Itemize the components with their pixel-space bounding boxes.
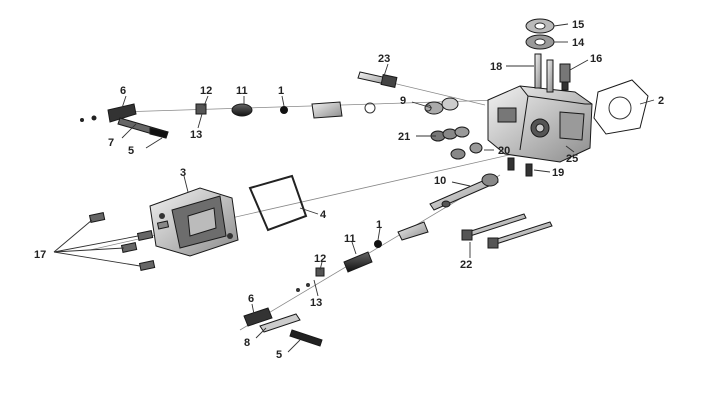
- temperature-sensor: [559, 63, 571, 91]
- cover-gasket: [248, 174, 308, 232]
- callout-1-upper: 1: [278, 85, 284, 97]
- callout-21: 21: [398, 131, 410, 143]
- callout-16: 16: [590, 53, 602, 65]
- callout-23: 23: [378, 53, 390, 65]
- cam-bearings: [430, 126, 483, 160]
- callout-5-upper: 5: [128, 145, 134, 157]
- head-cover: [149, 187, 239, 257]
- callout-13-lower: 13: [310, 297, 322, 309]
- callout-14: 14: [572, 37, 585, 49]
- callout-11-lower: 11: [344, 233, 356, 245]
- callout-3: 3: [180, 167, 186, 179]
- cylinder-head: [487, 85, 593, 163]
- callout-15: 15: [572, 19, 584, 31]
- callout-7: 7: [108, 137, 114, 149]
- leader-lines: [53, 23, 655, 353]
- spark-plug: [357, 71, 398, 88]
- callout-8: 8: [244, 337, 250, 349]
- callout-labels: 6 12 11 1 13 7 5 23 9 18 15 14 16 2 21 2…: [34, 19, 664, 361]
- callout-11-upper: 11: [236, 85, 248, 97]
- callout-1-lower: 1: [376, 219, 382, 231]
- callout-19: 19: [552, 167, 564, 179]
- callout-17: 17: [34, 249, 46, 261]
- callout-9: 9: [400, 95, 406, 107]
- long-studs: [461, 213, 553, 249]
- callout-6-upper: 6: [120, 85, 126, 97]
- stud: [534, 53, 554, 93]
- dowel-pins: [507, 157, 533, 177]
- head-gasket: [593, 79, 649, 135]
- callout-2: 2: [658, 95, 664, 107]
- callout-12-lower: 12: [314, 253, 326, 265]
- callout-18: 18: [490, 61, 502, 73]
- callout-5-lower: 5: [276, 349, 282, 361]
- callout-25: 25: [566, 153, 578, 165]
- callout-10: 10: [434, 175, 446, 187]
- callout-12-upper: 12: [200, 85, 212, 97]
- camshaft: [429, 173, 499, 211]
- callout-20: 20: [498, 145, 510, 157]
- lower-valve-train: [243, 221, 429, 347]
- exhaust-gaskets: [525, 18, 555, 50]
- callout-22: 22: [460, 259, 472, 271]
- cover-bolts: [88, 212, 170, 271]
- callout-13-upper: 13: [190, 129, 202, 141]
- callout-6-lower: 6: [248, 293, 254, 305]
- callout-4: 4: [320, 209, 327, 221]
